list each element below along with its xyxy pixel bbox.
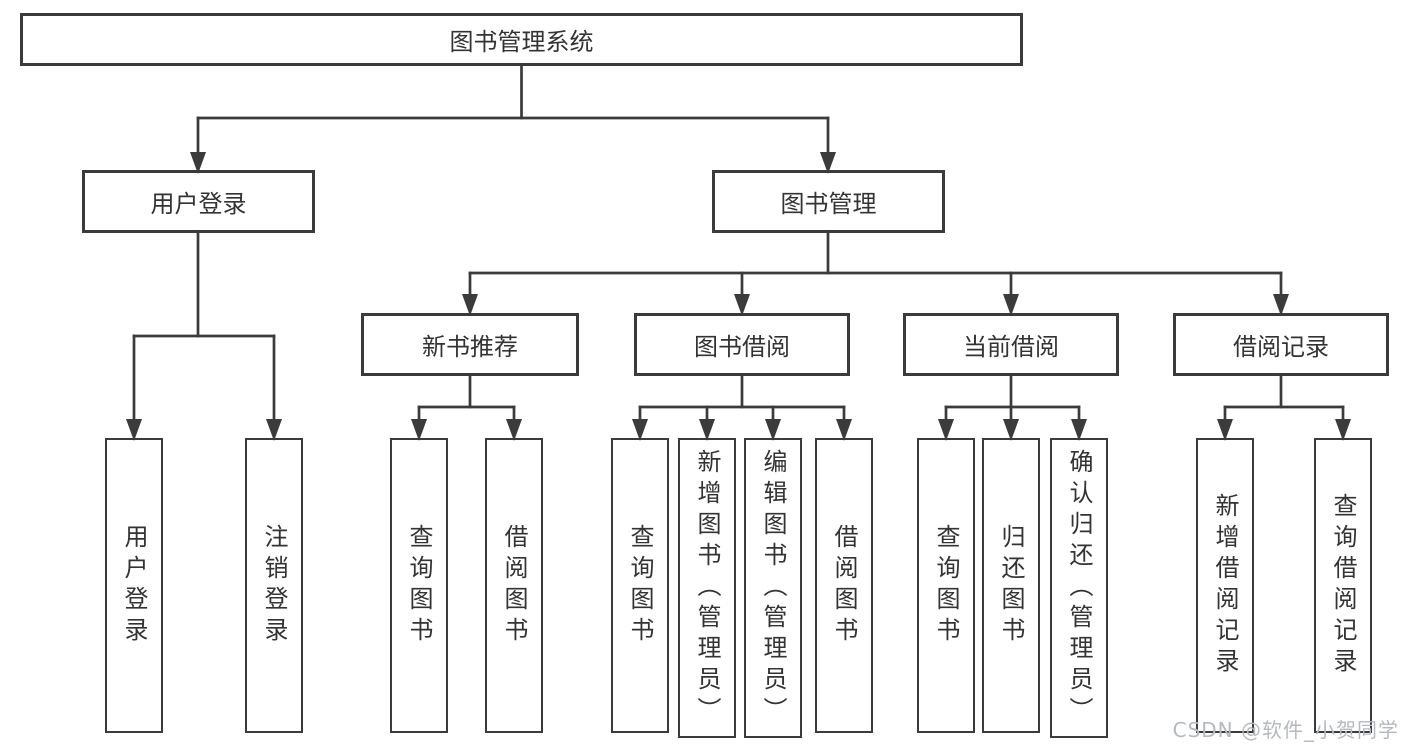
leaf-user-login-label: 用户登录 [120, 523, 148, 648]
node-borrow-record: 借阅记录 [1173, 313, 1389, 376]
node-book-borrow: 图书借阅 [634, 313, 850, 376]
leaf-borrow-edit-admin: 编辑图书（管理员） [744, 438, 802, 738]
node-book-mgmt: 图书管理 [712, 170, 945, 233]
leaf-newbook-query-label: 查询图书 [405, 523, 433, 648]
leaf-current-return-label: 归还图书 [997, 523, 1025, 648]
leaf-logout: 注销登录 [245, 438, 303, 733]
node-new-book: 新书推荐 [361, 313, 579, 376]
leaf-borrow-add-admin-label: 新增图书（管理员） [693, 448, 721, 728]
leaf-current-return: 归还图书 [982, 438, 1040, 733]
leaf-borrow-edit-admin-label: 编辑图书（管理员） [759, 448, 787, 728]
leaf-borrow-add-admin: 新增图书（管理员） [678, 438, 736, 738]
node-book-mgmt-label: 图书管理 [780, 190, 877, 218]
leaf-current-query: 查询图书 [917, 438, 975, 733]
node-root: 图书管理系统 [20, 13, 1023, 66]
node-current-borrow-label: 当前借阅 [963, 333, 1059, 361]
node-user-login-label: 用户登录 [150, 190, 247, 218]
node-root-label: 图书管理系统 [449, 28, 594, 56]
leaf-newbook-borrow-label: 借阅图书 [500, 523, 528, 648]
leaf-user-login: 用户登录 [105, 438, 163, 733]
node-new-book-label: 新书推荐 [422, 333, 518, 361]
leaf-borrow-query: 查询图书 [611, 438, 669, 733]
leaf-current-confirm-admin-label: 确认归还（管理员） [1065, 448, 1093, 728]
csdn-watermark: CSDN @软件_小贺同学 [1172, 718, 1399, 742]
leaf-borrow-book: 借阅图书 [815, 438, 873, 733]
leaf-logout-label: 注销登录 [260, 523, 288, 648]
node-book-borrow-label: 图书借阅 [694, 333, 790, 361]
leaf-borrow-query-label: 查询图书 [626, 523, 654, 648]
node-user-login: 用户登录 [82, 170, 315, 233]
leaf-newbook-query: 查询图书 [390, 438, 448, 733]
node-current-borrow: 当前借阅 [903, 313, 1119, 376]
leaf-borrow-book-label: 借阅图书 [830, 523, 858, 648]
leaf-current-query-label: 查询图书 [932, 523, 960, 648]
leaf-newbook-borrow: 借阅图书 [485, 438, 543, 733]
leaf-record-add: 新增借阅记录 [1196, 438, 1254, 733]
leaf-record-query: 查询借阅记录 [1314, 438, 1372, 733]
node-borrow-record-label: 借阅记录 [1233, 333, 1329, 361]
leaf-current-confirm-admin: 确认归还（管理员） [1050, 438, 1108, 738]
leaf-record-query-label: 查询借阅记录 [1329, 492, 1357, 679]
leaf-record-add-label: 新增借阅记录 [1211, 492, 1239, 679]
